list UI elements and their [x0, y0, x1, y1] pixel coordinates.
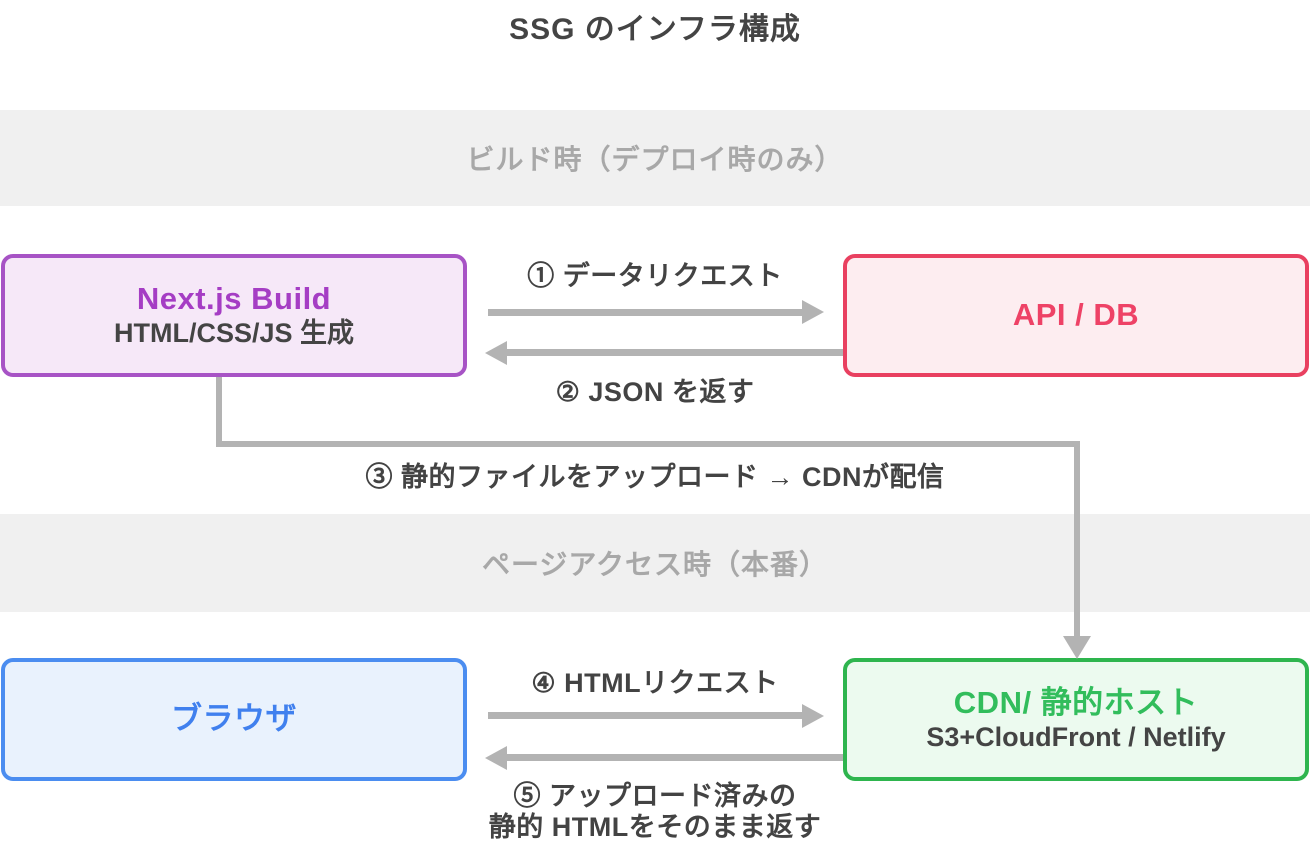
label-step2-json-response: ② JSON を返す: [555, 377, 755, 407]
phase-band-access: ページアクセス時（本番）: [0, 514, 1310, 612]
arrow-left-step2-icon: [485, 341, 507, 365]
node-nextjs-build: Next.js Build HTML/CSS/JS 生成: [1, 254, 467, 377]
label-step3-upload-cdn: ③ 静的ファイルをアップロード → CDNが配信: [365, 462, 945, 492]
phase-band-access-label: ページアクセス時（本番）: [481, 549, 829, 580]
node-nextjs-build-subtitle: HTML/CSS/JS 生成: [113, 318, 355, 349]
arrow-left-step2-shaft: [507, 349, 843, 356]
node-api-db-title: API / DB: [1012, 297, 1140, 333]
phase-band-build-label: ビルド時（デプロイ時のみ）: [466, 144, 844, 175]
connector-step3-vertical-right: [1074, 441, 1080, 638]
arrow-right-step4-shaft: [488, 712, 804, 719]
arrow-right-step1-icon: [802, 300, 824, 324]
label-step5-line1: ⑤ アップロード済みの: [513, 781, 797, 811]
arrow-left-step5-shaft: [507, 754, 843, 761]
arrow-right-step4-icon: [802, 704, 824, 728]
phase-band-build: ビルド時（デプロイ時のみ）: [0, 110, 1310, 206]
arrow-left-step5-icon: [485, 746, 507, 770]
arrow-down-step3-icon: [1063, 636, 1091, 659]
arrow-right-step1-shaft: [488, 309, 804, 316]
node-cdn-static-host: CDN/ 静的ホスト S3+CloudFront / Netlify: [843, 658, 1309, 781]
connector-step3-horizontal: [216, 441, 1080, 447]
node-api-db: API / DB: [843, 254, 1309, 377]
connector-step3-vertical-left: [216, 377, 222, 446]
node-cdn-static-host-title: CDN/ 静的ホスト: [953, 685, 1199, 721]
node-cdn-static-host-subtitle: S3+CloudFront / Netlify: [926, 722, 1226, 753]
label-step1-data-request: ① データリクエスト: [527, 261, 783, 291]
label-step4-html-request: ④ HTMLリクエスト: [531, 668, 779, 698]
label-step5-static-html-response: ⑤ アップロード済みの 静的 HTMLをそのまま返す: [0, 781, 1310, 843]
node-nextjs-build-title: Next.js Build: [136, 281, 332, 317]
diagram-title: SSG のインフラ構成: [509, 13, 801, 46]
label-step5-line2: 静的 HTMLをそのまま返す: [488, 812, 822, 842]
node-browser-title: ブラウザ: [171, 701, 297, 737]
node-browser: ブラウザ: [1, 658, 467, 781]
